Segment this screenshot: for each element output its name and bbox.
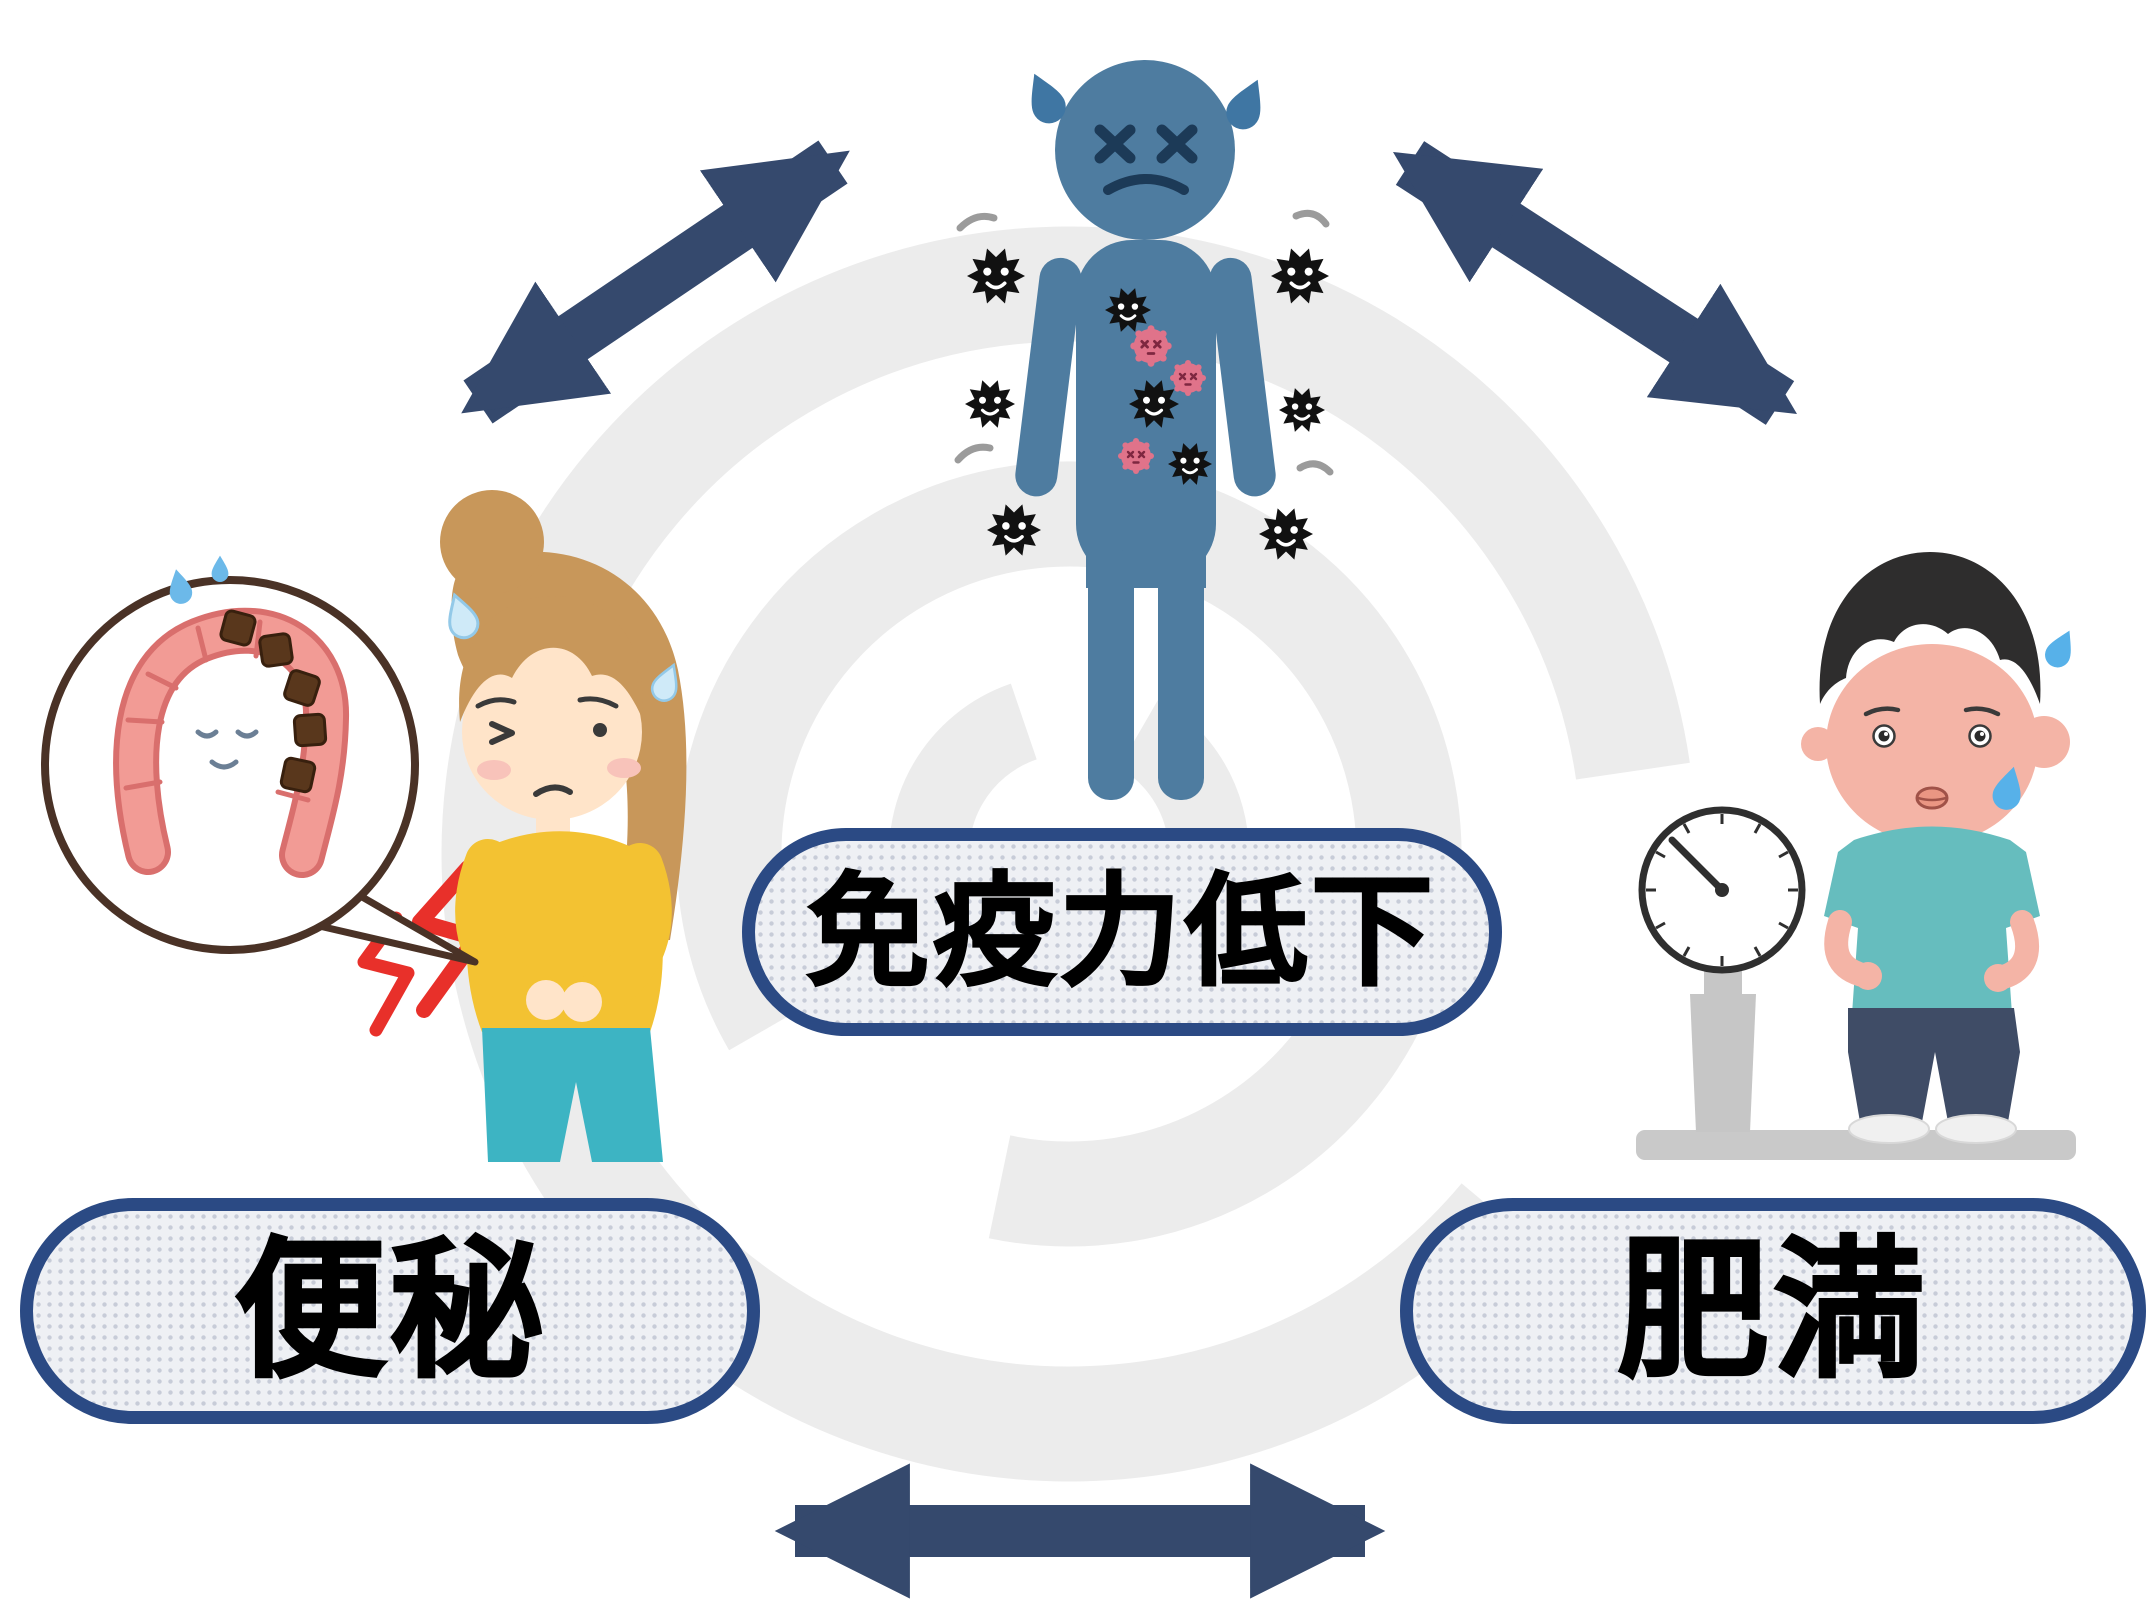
scale-dial [1638,806,1806,974]
blush-mark [477,760,511,780]
woman-pants [482,1028,663,1162]
frown-mouth [533,784,573,797]
boy-shoe [1848,1114,1930,1144]
blush-mark [607,758,641,778]
sick-person-figure [1015,60,1276,800]
immunity-decline-illustration [954,60,1334,800]
intestine-segments [123,619,311,803]
obesity-boy-illustration [1636,552,2081,1160]
wink-eye-icon [489,721,515,745]
woman-hair-bun [440,490,544,594]
boy-pants [1848,1008,2020,1122]
boy-eyes [1872,724,1992,748]
arrow-immunity-obesity [1392,141,1798,425]
dial-ticks [1646,814,1798,966]
woman-right-arm [565,843,672,1023]
figure-left-leg [1088,548,1134,800]
label-constipation: 便秘 [20,1198,760,1424]
woman-bangs [459,596,643,722]
boy-hair [1819,552,2041,704]
blockage-blocks [219,609,328,794]
woman-hand [562,982,602,1022]
boy-face [1826,644,2038,844]
figure-left-arm [1015,257,1082,497]
woman-figure [439,490,687,1162]
label-constipation-text: 便秘 [233,1222,546,1399]
boy-shoe [1935,1114,2017,1144]
boy-figure [1801,552,2081,1144]
figure-right-leg [1158,548,1204,800]
dial-hub [1715,883,1729,897]
arrow-constipation-immunity [461,140,850,424]
worried-eyebrows [475,696,619,709]
boy-hand [1854,962,1882,990]
intestine-speech-bubble [41,555,479,966]
sweat-drop-icon [211,555,229,582]
label-immunity-decline-text: 免疫力低下 [806,861,1437,1003]
scale-column [1690,994,1756,1132]
x-eyes-icon [1094,124,1198,164]
intestine-sad-face [195,729,259,770]
label-immunity-decline: 免疫力低下 [742,828,1502,1036]
intestine-tube [119,613,343,872]
constipation-woman-illustration [41,490,687,1162]
label-obesity: 肥満 [1400,1198,2146,1424]
sweat-drop-icon [2040,625,2081,672]
boy-eyebrows [1863,706,2001,717]
label-obesity-text: 肥満 [1616,1222,1929,1399]
motion-dashes [954,209,1334,476]
figure-right-arm [1209,257,1276,497]
figure-head [1055,60,1235,240]
woman-hand [526,980,566,1020]
dial-needle [1668,836,1726,894]
boy-lips [1915,786,1949,810]
open-eye-icon [593,723,607,737]
boy-hand [1984,964,2012,992]
woman-left-arm [455,839,561,1020]
frown-mouth [1103,174,1189,195]
